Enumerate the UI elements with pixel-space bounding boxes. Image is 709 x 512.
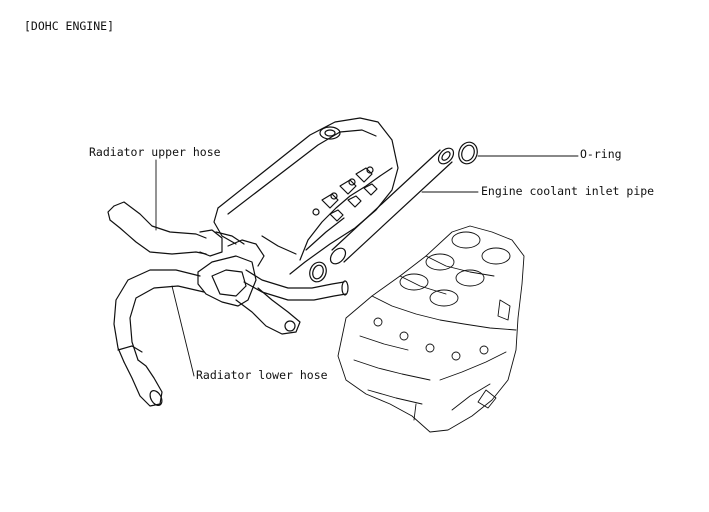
coolant-inlet-pipe-drawing <box>329 147 455 265</box>
label-radiator-upper-hose: Radiator upper hose <box>89 145 221 159</box>
radiator-upper-hose-drawing <box>107 201 245 257</box>
label-engine-coolant-inlet-pipe: Engine coolant inlet pipe <box>481 184 655 198</box>
label-o-ring: O-ring <box>580 147 622 161</box>
engine-block-drawing <box>337 225 525 433</box>
leader-lines <box>155 155 579 377</box>
thermostat-housing-drawing <box>197 239 349 335</box>
cylinder-head-drawing <box>213 117 399 275</box>
diagram-title: [DOHC ENGINE] <box>24 19 115 33</box>
o-ring-drawing <box>309 141 478 283</box>
label-radiator-lower-hose: Radiator lower hose <box>196 368 328 382</box>
leader-lower-hose <box>171 285 195 377</box>
radiator-lower-hose-drawing <box>113 269 205 407</box>
